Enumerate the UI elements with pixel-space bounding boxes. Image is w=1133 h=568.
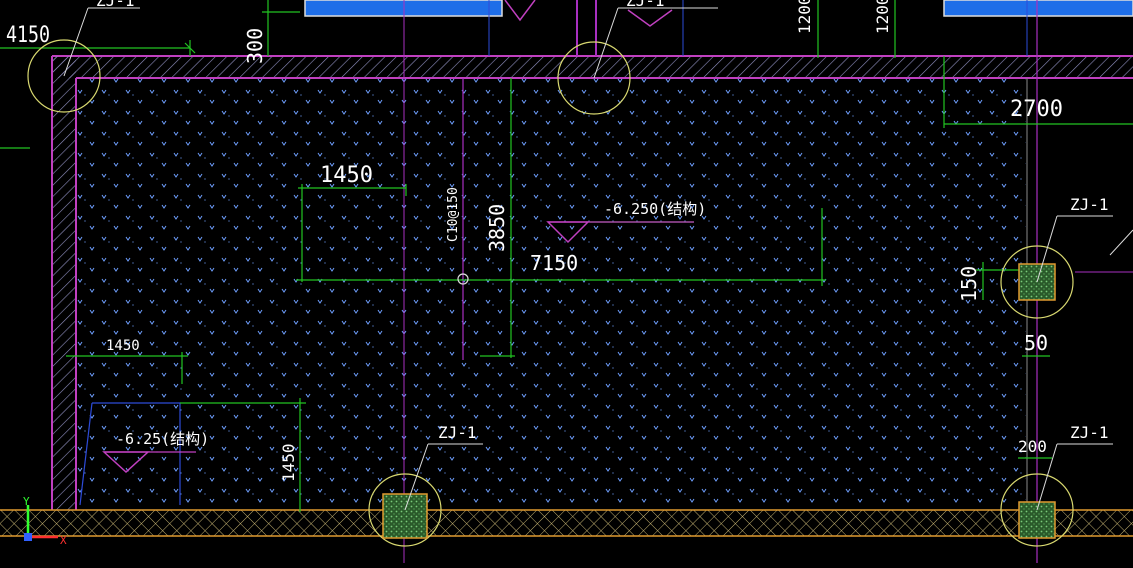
pile-circle-top-mid[interactable] [557,41,631,115]
level-main-label: -6.250(结构) [604,200,706,218]
insertion-point-marker[interactable] [457,273,469,285]
dim-4150-label: 4150 [6,23,50,48]
top-mid-level-marker [627,9,673,27]
bottom-wall [0,510,1133,536]
ucs-axis-icon: Y X [23,495,67,547]
pile-square-bottom-mid[interactable] [382,493,428,539]
top-level-marker [504,0,536,22]
sub-pit-slope [79,402,93,506]
zj-right-mid-label: ZJ-1 [1070,195,1109,214]
dim-50-label: 50 [1024,331,1048,355]
right-mid-ext-line [1109,229,1133,256]
top-blue-structure-right [943,0,1133,17]
zj-top-mid-label: ZJ-1 [626,0,665,10]
dim-1200a-label: 1200 [795,0,814,34]
pile-leader-right-mid [1036,215,1058,283]
dim-300-label: 300 [243,28,267,64]
zj-bottom-right-label: ZJ-1 [1070,423,1109,442]
pile-square-right-mid[interactable] [1018,263,1056,301]
left-wall [52,56,76,510]
top-wall [52,56,1133,78]
zj-bottom-mid-label: ZJ-1 [438,423,477,442]
axis-x-label: X [60,534,67,547]
dim-1450-vert-label: 1450 [279,443,298,482]
pile-leader-bottom-right [1036,443,1058,511]
pit-fill-region [76,78,1026,510]
dim-7150-label: 7150 [530,251,578,275]
dim-3850-label: 3850 [485,204,509,252]
pile-circle-bottom-right[interactable] [1000,473,1074,547]
dim-150-label: 150 [957,266,981,302]
pile-leader-bottom-mid [404,443,429,511]
pile-circle-top-left[interactable] [27,39,101,113]
pile-square-bottom-right[interactable] [1018,501,1056,539]
level-side-label: -6.25(结构) [116,430,209,448]
zj-top-left-label: ZJ-1 [96,0,135,10]
dim-1200b-label: 1200 [873,0,892,34]
pile-circle-right-mid[interactable] [1000,245,1074,319]
dim-200-label: 200 [1018,437,1047,456]
dim-2700-label: 2700 [1010,97,1063,122]
dim-1450-left-label: 1450 [106,338,140,354]
pile-leader-top-left [63,7,89,77]
pile-circle-bottom-mid[interactable] [368,473,442,547]
dim-1450-top-label: 1450 [320,163,373,188]
pile-leader-top-mid [593,7,619,79]
rebar-label: C10@150 [446,187,461,242]
axis-y-label: Y [23,495,30,508]
